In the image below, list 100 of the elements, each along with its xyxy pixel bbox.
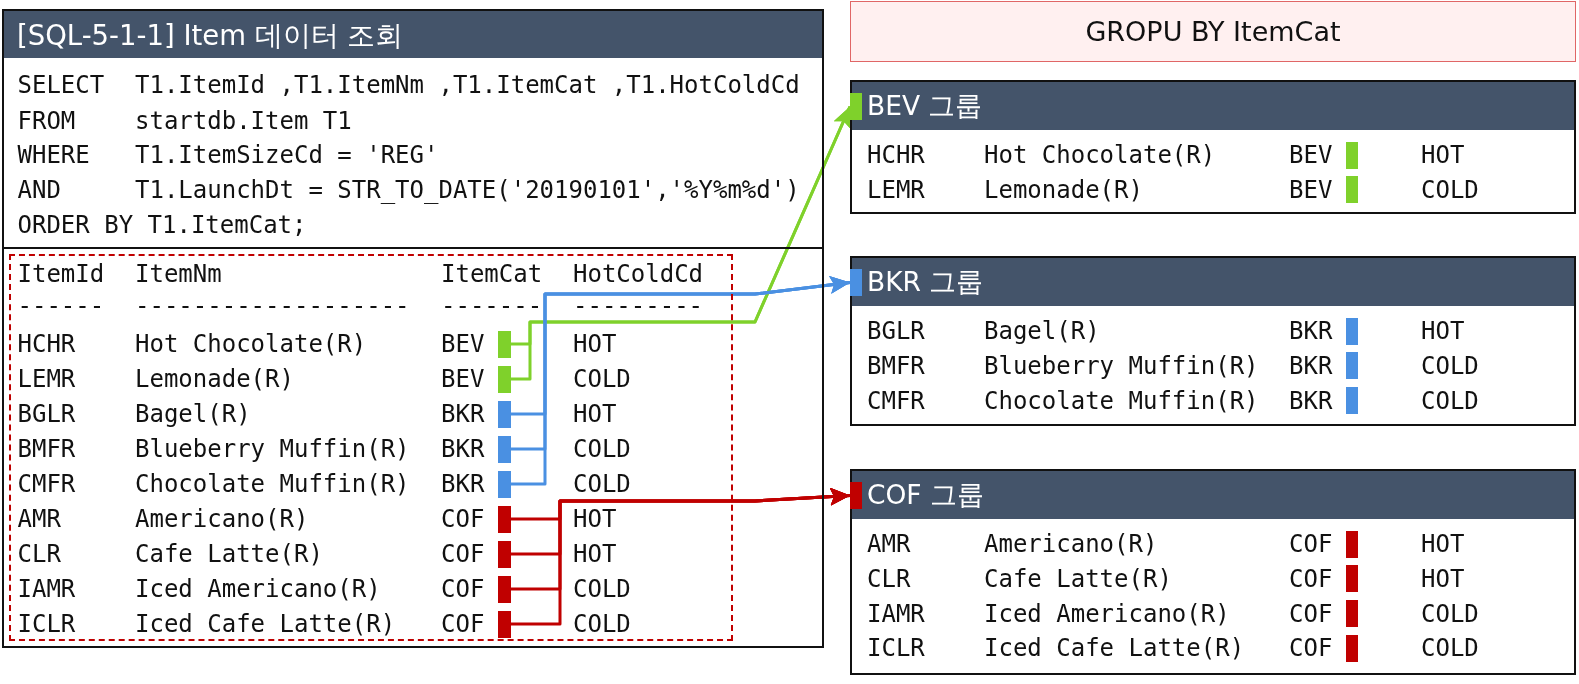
item-name: Cafe Latte(R)	[135, 540, 323, 568]
group-title: COF 그룹	[867, 478, 985, 512]
sql-clause: T1.ItemSizeCd = 'REG'	[135, 141, 439, 169]
category-marker-icon	[850, 269, 862, 296]
dash-separator: -------	[441, 292, 543, 320]
item-id: CLR	[867, 564, 911, 593]
category-marker-icon	[498, 540, 511, 568]
item-id: IAMR	[867, 599, 925, 628]
sql-clause: T1.LaunchDt = STR_TO_DATE('20190101','%Y%m%d')	[135, 176, 800, 204]
hot-cold-code: COLD	[573, 470, 631, 498]
column-header: ItemNm	[135, 260, 222, 288]
item-id: AMR	[867, 530, 911, 558]
banner-box	[850, 1, 1576, 62]
item-name: Lemonade(R)	[984, 175, 1143, 204]
item-id: BGLR	[867, 317, 925, 345]
item-name: Chocolate Muffin(R)	[135, 470, 410, 498]
item-category: COF	[441, 505, 485, 533]
hot-cold-code: HOT	[1421, 317, 1465, 345]
item-id: AMR	[17, 505, 61, 533]
hot-cold-code: COLD	[1421, 634, 1479, 663]
category-marker-icon	[498, 330, 511, 358]
category-marker-icon	[850, 93, 862, 120]
category-marker-icon	[1346, 317, 1358, 345]
category-marker-icon	[498, 610, 511, 638]
hot-cold-code: COLD	[573, 365, 631, 393]
item-name: Americano(R)	[135, 505, 309, 533]
item-id: HCHR	[17, 330, 76, 358]
item-id: ICLR	[17, 610, 76, 638]
hot-cold-code: HOT	[1421, 141, 1465, 169]
hot-cold-code: HOT	[573, 400, 617, 428]
group-panel	[850, 80, 1576, 214]
item-category: BKR	[441, 400, 485, 428]
item-category: BKR	[1289, 317, 1333, 345]
category-marker-icon	[498, 470, 511, 498]
group-panel	[850, 256, 1576, 426]
category-marker-icon	[498, 505, 511, 533]
item-name: Iced Cafe Latte(R)	[135, 610, 396, 638]
column-header: HotColdCd	[573, 260, 704, 288]
hot-cold-code: HOT	[573, 330, 617, 358]
category-marker-icon	[1346, 600, 1358, 628]
item-name: Blueberry Muffin(R)	[135, 435, 410, 463]
hot-cold-code: HOT	[1421, 564, 1465, 593]
result-outline	[9, 254, 733, 641]
dash-separator: ---------	[573, 292, 704, 320]
item-category: COF	[1289, 634, 1333, 663]
sql-clause: startdb.Item T1	[135, 107, 352, 135]
item-category: COF	[1289, 599, 1333, 628]
sql-keyword: FROM	[17, 107, 76, 135]
category-marker-icon	[498, 575, 511, 603]
item-name: Lemonade(R)	[135, 365, 294, 393]
query-panel	[2, 9, 824, 648]
item-category: BEV	[1289, 141, 1333, 169]
item-id: BMFR	[867, 351, 925, 380]
sql-clause: T1.ItemId ,T1.ItemNm ,T1.ItemCat ,T1.HotColdCd	[135, 71, 800, 99]
item-id: CMFR	[17, 470, 76, 498]
hot-cold-code: COLD	[1421, 351, 1479, 380]
sql-keyword: SELECT	[17, 71, 105, 99]
arrow	[511, 487, 851, 626]
item-category: BEV	[441, 365, 485, 393]
item-id: CMFR	[867, 386, 925, 415]
sql-keyword: AND	[17, 176, 61, 204]
item-category: BKR	[441, 435, 485, 463]
category-marker-icon	[498, 400, 511, 428]
item-name: Bagel(R)	[135, 400, 251, 428]
banner-title: GROPU BY ItemCat	[1085, 14, 1341, 49]
sql-line: ORDER BY T1.ItemCat;	[17, 211, 307, 239]
dash-separator: ------	[17, 292, 105, 320]
category-marker-icon	[1346, 530, 1358, 558]
hot-cold-code: HOT	[573, 505, 617, 533]
group-title: BKR 그룹	[867, 265, 984, 299]
hot-cold-code: COLD	[573, 610, 631, 638]
item-id: ICLR	[867, 634, 925, 663]
item-category: COF	[441, 540, 485, 568]
column-header: ItemId	[17, 260, 105, 288]
category-marker-icon	[498, 365, 511, 393]
category-marker-icon	[850, 482, 862, 509]
item-category: COF	[1289, 564, 1333, 593]
item-name: Blueberry Muffin(R)	[984, 351, 1259, 380]
item-name: Hot Chocolate(R)	[984, 141, 1216, 169]
hot-cold-code: COLD	[573, 575, 631, 603]
category-marker-icon	[498, 435, 511, 463]
item-id: LEMR	[17, 365, 76, 393]
item-name: Iced Cafe Latte(R)	[984, 634, 1245, 663]
arrow	[511, 275, 851, 486]
item-id: LEMR	[867, 175, 925, 204]
item-name: Americano(R)	[984, 530, 1158, 558]
category-marker-icon	[1346, 176, 1358, 204]
hot-cold-code: HOT	[573, 540, 617, 568]
item-category: COF	[1289, 530, 1333, 558]
category-marker-icon	[1346, 634, 1358, 662]
hot-cold-code: COLD	[1421, 599, 1479, 628]
item-name: Chocolate Muffin(R)	[984, 386, 1259, 415]
column-header: ItemCat	[441, 260, 543, 288]
item-category: COF	[441, 575, 485, 603]
group-panel	[850, 469, 1576, 675]
item-name: Bagel(R)	[984, 317, 1100, 345]
item-category: BKR	[1289, 351, 1333, 380]
hot-cold-code: HOT	[1421, 530, 1465, 558]
item-name: Cafe Latte(R)	[984, 564, 1172, 593]
item-id: IAMR	[17, 575, 76, 603]
